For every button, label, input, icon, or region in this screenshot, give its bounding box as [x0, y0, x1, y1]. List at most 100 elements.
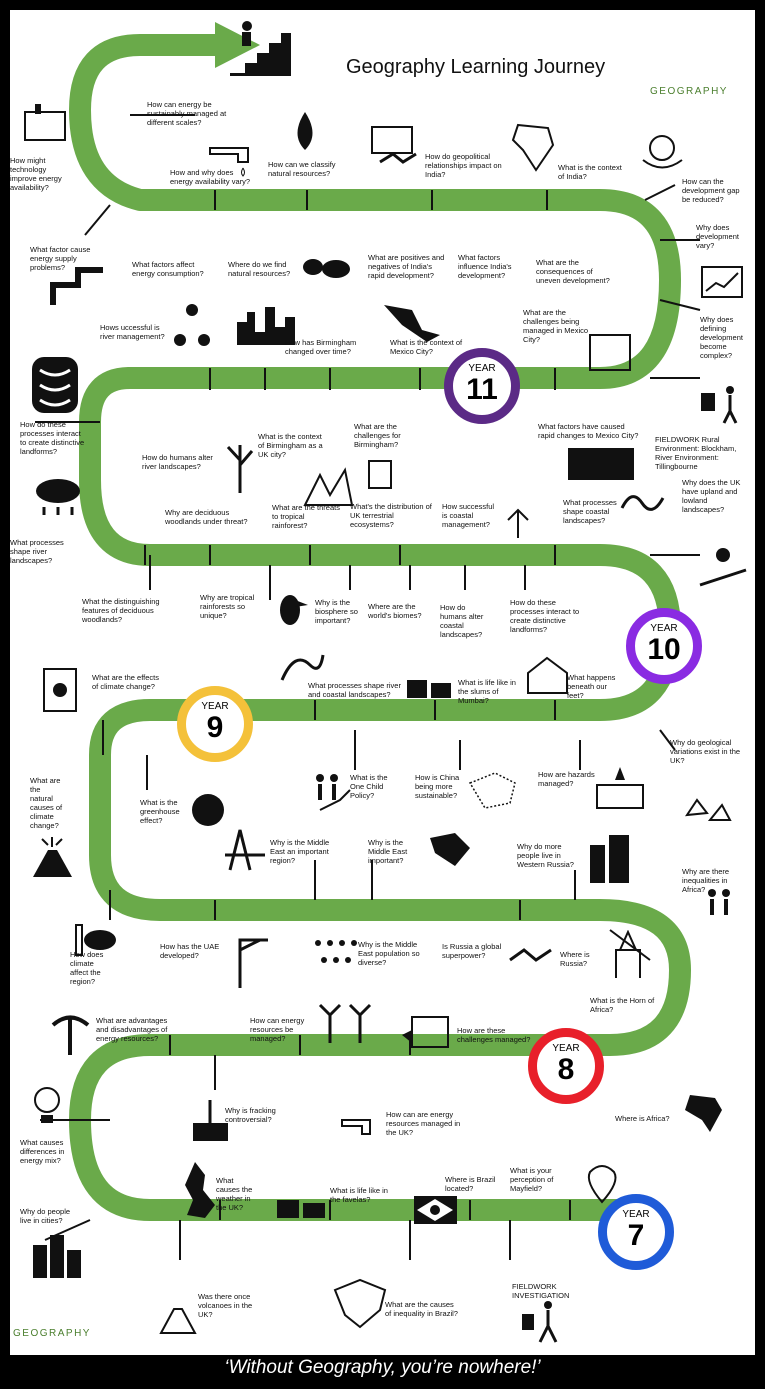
- volcano-icon: [33, 837, 72, 877]
- buildings-icon: [590, 835, 629, 883]
- city-skyline-icon: [237, 307, 295, 345]
- question-label: Why does development vary?: [696, 223, 739, 250]
- question-label: Where is Russia?: [560, 950, 590, 968]
- question-label: What are the causes of inequality in Bra…: [385, 1300, 458, 1318]
- question-label: What are the challenges for Birmingham?: [354, 422, 401, 449]
- question-label: Why is fracking controversial?: [225, 1106, 276, 1124]
- russia-building-icon: [615, 930, 641, 978]
- question-label: What are advantages and disadvantages of…: [96, 1016, 168, 1043]
- question-label: Why does the UK have upland and lowland …: [682, 478, 741, 514]
- bridge-icon: [568, 448, 634, 480]
- house-icon: [527, 656, 568, 694]
- hiker-icon: [722, 386, 738, 424]
- question-label: Why do geological variations exist in th…: [670, 738, 741, 765]
- question-label: What is the context of Mexico City?: [390, 338, 463, 356]
- question-label: How might technology improve energy avai…: [10, 156, 62, 192]
- question-label: What is the context of Birmingham as a U…: [258, 432, 323, 459]
- question-label: What factors affect energy consumption?: [132, 260, 204, 278]
- question-label: What processes shape river and coastal l…: [308, 681, 401, 699]
- year-number: 9: [206, 711, 224, 744]
- india-map-icon: [511, 123, 555, 172]
- family-icon: [708, 889, 730, 915]
- question-label: What is life like in the favelas?: [330, 1186, 388, 1204]
- question-label: How and why does energy availability var…: [170, 168, 251, 186]
- question-label: What causes differences in energy mix?: [20, 1138, 65, 1165]
- question-label: What causes the weather in the UK?: [216, 1176, 253, 1212]
- question-label: How has the UAE developed?: [160, 942, 220, 960]
- hazard-icon: [596, 767, 644, 809]
- question-label: How do these processes interact to creat…: [510, 598, 580, 634]
- question-label: What processes shape coastal landscapes?: [563, 498, 617, 525]
- volcano-icon: [159, 1308, 197, 1334]
- question-label: How successful is coastal management?: [442, 502, 495, 529]
- oil-drop-icon: [297, 112, 313, 150]
- oil-rig-icon: [225, 829, 265, 871]
- question-label: How has Birmingham changed over time?: [285, 338, 357, 356]
- question-label: Where is Brazil located?: [445, 1175, 496, 1193]
- question-label: How are hazards managed?: [538, 770, 595, 788]
- question-label: Why is the Middle East important?: [368, 838, 408, 865]
- handshake-icon: [379, 152, 417, 164]
- dam-icon: [589, 334, 631, 371]
- question-label: Where are the world's biomes?: [368, 602, 422, 620]
- question-label: What are the challenges being managed in…: [523, 308, 589, 344]
- year-label: YEAR: [622, 1209, 650, 1220]
- year-number: 11: [466, 373, 498, 406]
- wind-turbine-icon: [318, 1003, 372, 1043]
- year-10-badge: YEAR 10: [626, 608, 702, 684]
- question-label: What are the effects of climate change?: [92, 673, 159, 691]
- world-map-icon: [303, 259, 350, 278]
- year-9-badge: YEAR 9: [177, 686, 253, 762]
- question-label: How do these processes interact to creat…: [20, 420, 85, 456]
- question-label: What are the consequences of uneven deve…: [536, 258, 610, 285]
- question-label: What the distinguishing features of deci…: [82, 597, 160, 624]
- brand-logo-bottom: GEOGRAPHY: [13, 1328, 91, 1339]
- bin-icon: [368, 460, 392, 489]
- question-label: How does climate affect the region?: [70, 950, 104, 986]
- tap-icon: [209, 147, 249, 177]
- question-label: FIELDWORK Rural Environment: Blockham, R…: [655, 435, 737, 471]
- question-label: What is the greenhouse effect?: [140, 798, 180, 825]
- mexico-map-icon: [384, 305, 440, 342]
- question-label: How can the development gap be reduced?: [682, 177, 740, 204]
- mumbai-houses-icon: [407, 680, 451, 698]
- crowd-icon: [315, 940, 357, 963]
- middle-east-map-icon: [430, 833, 470, 866]
- ruins-icon: [303, 467, 354, 506]
- footer-quote: ‘Without Geography, you’re nowhere!’: [224, 1357, 541, 1378]
- question-label: What factors have caused rapid changes t…: [538, 422, 639, 440]
- question-label: What is your perception of Mayfield?: [510, 1166, 554, 1193]
- question-label: Why is the Middle East an important regi…: [270, 838, 330, 865]
- question-label: Why are there inequalities in Africa?: [682, 867, 730, 894]
- question-label: Why are tropical rainforests so unique?: [200, 593, 255, 620]
- tap-icon: [341, 1119, 371, 1135]
- year-number: 7: [627, 1219, 645, 1252]
- location-pin-icon: [587, 1165, 617, 1204]
- question-label: What is the One Child Policy?: [350, 773, 388, 800]
- question-label: What are the threats to tropical rainfor…: [272, 503, 340, 530]
- question-label: Was there once volcanoes in the UK?: [198, 1292, 253, 1319]
- question-label: Why is the biosphere so important?: [315, 598, 358, 625]
- question-label: How do geopolitical relationships impact…: [425, 152, 502, 179]
- year-number: 8: [557, 1053, 575, 1086]
- scroll-icon: [43, 668, 77, 712]
- brazil-flag-icon: [414, 1196, 457, 1224]
- learning-journey-poster: Geography Learning Journey GEOGRAPHY GEO…: [10, 10, 755, 1355]
- year-label: YEAR: [552, 1043, 580, 1054]
- fracking-icon: [193, 1100, 228, 1141]
- question-label: How can are energy resources managed in …: [386, 1110, 461, 1137]
- question-label: Why are deciduous woodlands under threat…: [165, 508, 248, 526]
- sun-landscape-icon: [699, 548, 747, 587]
- uk-map-icon: [185, 1162, 215, 1218]
- hiker-icon: [522, 1301, 558, 1343]
- china-map-icon: [468, 772, 516, 809]
- question-label: FIELDWORK INVESTIGATION: [512, 1282, 570, 1300]
- wave-icon: [280, 654, 325, 681]
- question-label: Why is the Middle East population so div…: [358, 940, 420, 967]
- brazil-map-icon: [333, 1278, 387, 1329]
- question-label: Why do people live in cities?: [20, 1207, 71, 1225]
- family-icon: [316, 774, 351, 811]
- question-label: How can energy resources be managed?: [250, 1016, 305, 1043]
- question-label: What are the natural causes of climate c…: [30, 776, 63, 830]
- hands-globe-icon: [642, 135, 683, 169]
